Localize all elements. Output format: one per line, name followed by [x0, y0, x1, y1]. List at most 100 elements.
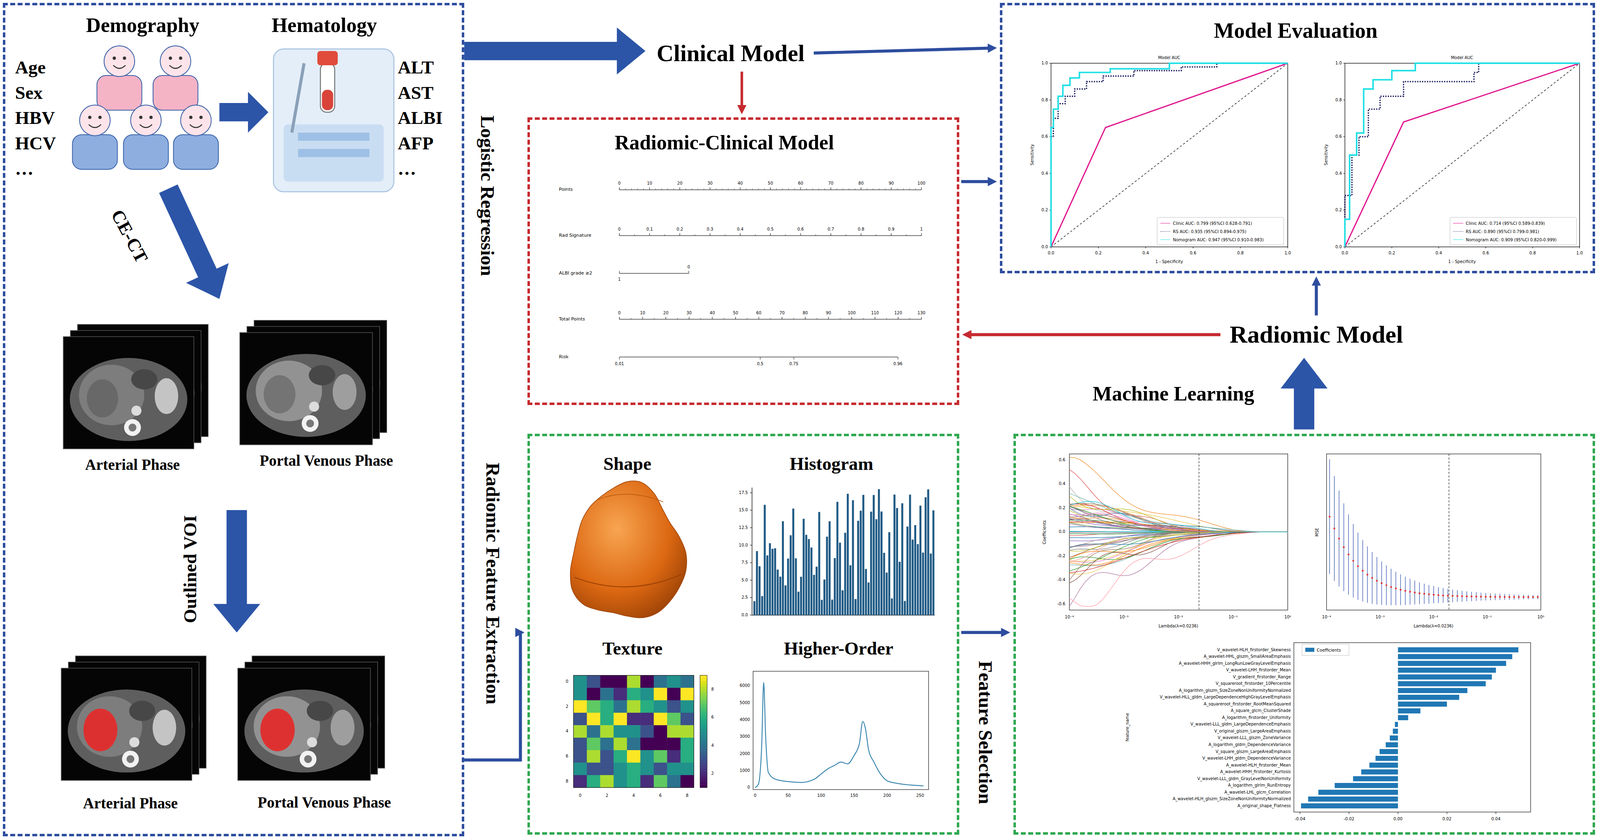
coefficient-bar [1398, 660, 1507, 666]
nomogram-tick [851, 316, 852, 320]
nomogram-tick [851, 318, 853, 320]
person-eye [178, 56, 183, 60]
texture-cell [586, 750, 601, 764]
tick-label: 10⁻² [1429, 614, 1439, 620]
mse-point [1527, 596, 1529, 599]
nomogram-tick [866, 188, 868, 190]
block-arrow [159, 184, 230, 299]
heading-text: Histogram [789, 453, 874, 475]
texture-cell [613, 675, 628, 689]
nomogram-tick [618, 234, 620, 236]
nomogram-tick [655, 188, 656, 190]
feature-name: V_squareroot_firstorder_10Percentile [1215, 681, 1291, 687]
texture-cell [667, 712, 681, 726]
histogram-bar [872, 495, 875, 616]
tick-label: 0 [753, 793, 757, 798]
nomogram-tick [921, 188, 922, 190]
chart-text: Rad Signature [559, 232, 592, 239]
nomogram-tick [691, 188, 693, 190]
histogram-bar [877, 489, 881, 616]
nomogram-tick [661, 188, 663, 190]
colorbar-step [699, 712, 707, 716]
histogram-bar [805, 534, 808, 616]
colorbar-step [699, 759, 707, 763]
colorbar-step [699, 697, 707, 701]
tick-label: 0 [618, 181, 621, 186]
texture-cell [640, 675, 654, 689]
tick-label: 4 [632, 793, 635, 798]
colorbar-step [699, 784, 707, 788]
nomogram-tick [921, 187, 922, 190]
plot-frame [753, 671, 929, 790]
histogram-bar [859, 510, 862, 616]
nomogram-tick [800, 233, 801, 236]
histogram-bar [766, 555, 769, 616]
legend-text: Nomogram AUC: 0.909 (95%CI 0.820-0.999) [1465, 237, 1557, 243]
nomogram-tick [898, 316, 899, 320]
nomogram-tick [679, 187, 681, 190]
mse-point [1494, 595, 1496, 598]
texture-cell [600, 700, 614, 713]
tick-label: 50 [733, 310, 739, 316]
texture-cell [640, 750, 654, 764]
nomogram-tick [770, 318, 771, 320]
coefficient-bar [1389, 735, 1399, 741]
nomogram-tick [816, 318, 818, 320]
block-arrow [219, 91, 269, 133]
colorbar-step [699, 742, 707, 746]
texture-cell [626, 775, 641, 789]
colorbar-step [699, 686, 707, 690]
tick-label: 110 [871, 310, 879, 316]
nomogram-tick [878, 188, 880, 190]
coefficient-bar [1398, 647, 1519, 653]
tick-mark [1343, 136, 1346, 137]
mse-point [1418, 592, 1421, 594]
feature-name: A_logarithm_gldm_DependenceVariance [1208, 742, 1291, 748]
mse-point [1470, 595, 1473, 598]
roc-curve [1345, 63, 1580, 247]
analyzer-slot [297, 132, 370, 141]
tick-label: 0.0 [1041, 244, 1048, 250]
tick-label: 2.5 [741, 595, 748, 601]
nomogram-tick [891, 188, 892, 190]
tick-label: 0.75 [789, 362, 799, 367]
histogram-bar [836, 502, 839, 616]
histogram-bar [916, 544, 920, 616]
tick-label: 1.0 [1041, 60, 1048, 66]
nomogram-tick [649, 188, 650, 190]
coefficient-path [1069, 531, 1288, 558]
coefficient-path [1069, 496, 1288, 533]
nomogram-tick [697, 188, 699, 190]
nomogram-tick [915, 188, 916, 190]
person-eye [112, 56, 116, 60]
legend-item: RS AUC: 0.935 (95%CI 0.894-0.975) [1160, 229, 1247, 234]
tick-label: 0 [578, 793, 582, 798]
colorbar-step [699, 765, 707, 768]
legend-item: Clinic AUC: 0.799 (95%CI 0.628-0.791) [1160, 221, 1253, 226]
histogram-bar [774, 548, 777, 616]
plot-frame [1293, 642, 1531, 813]
legend-line-sample [1160, 223, 1171, 224]
mse-point [1512, 596, 1515, 599]
nomogram-tick [618, 233, 620, 236]
person-smile [113, 65, 126, 69]
nomogram-tick [812, 188, 813, 190]
connector-line [968, 333, 1221, 337]
tick-label: 100 [917, 181, 926, 186]
feature-name: A_logarithm_glszm_SizeZoneNonUniformityN… [1178, 688, 1291, 693]
tick-label: 0.1 [646, 227, 654, 232]
nomogram-tick [694, 234, 695, 236]
nomogram-tick [785, 234, 786, 236]
person-body [123, 134, 169, 170]
mse-point [1333, 527, 1336, 530]
nomogram-tick [839, 318, 841, 320]
nomogram-tick [630, 318, 632, 320]
arrowhead [987, 43, 998, 53]
histogram-bar [844, 532, 847, 616]
histogram-bar [828, 521, 831, 616]
feature-name: V_wavelet-LLL_gldm_LargeDependenceEmphas… [1190, 722, 1291, 727]
tick-label: 12.5 [738, 525, 748, 530]
nomogram-tick [794, 188, 795, 190]
tick-label: 6 [659, 793, 662, 798]
